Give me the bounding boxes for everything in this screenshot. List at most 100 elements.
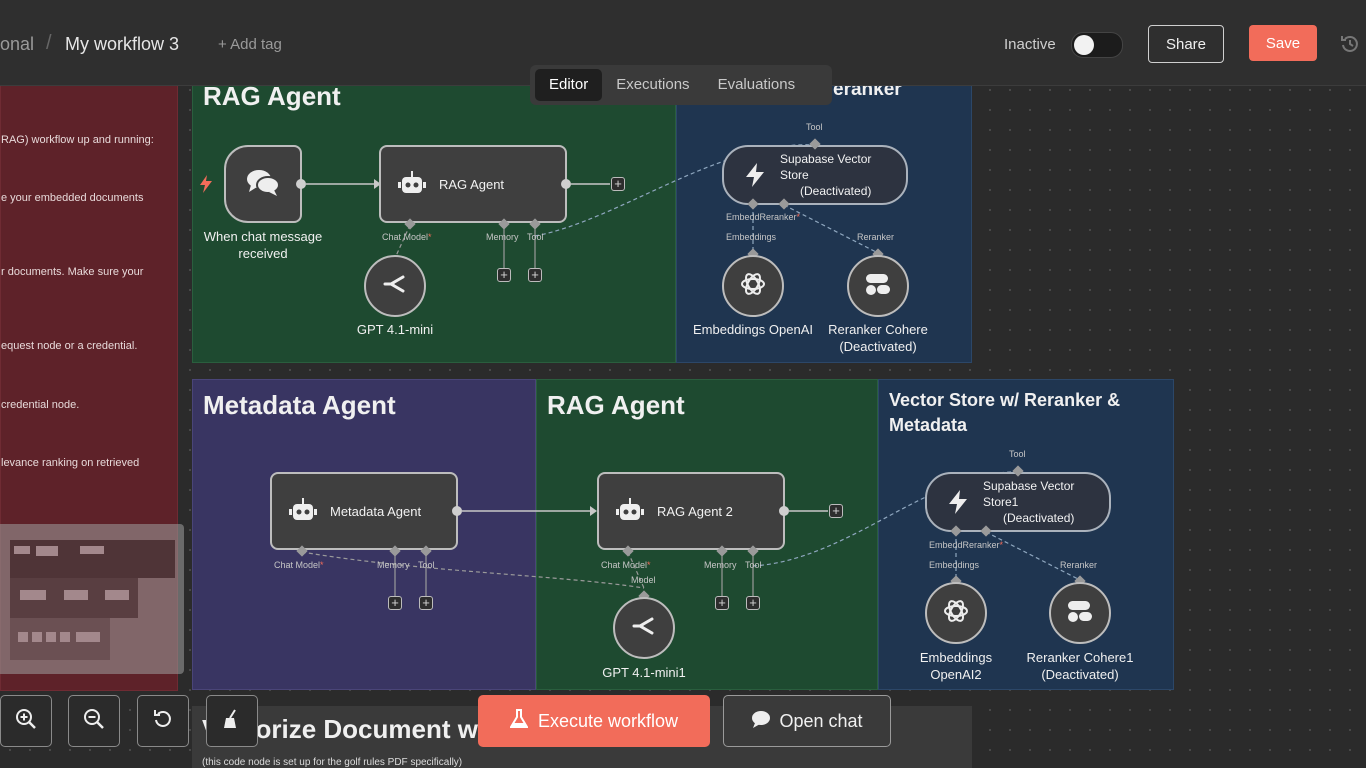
- share-button[interactable]: Share: [1148, 25, 1224, 63]
- add-tool-button[interactable]: +: [528, 268, 542, 282]
- port-label: Memory: [377, 560, 410, 570]
- robot-icon: [613, 494, 647, 528]
- undo-icon: [152, 708, 174, 735]
- cohere-icon: [1066, 599, 1094, 628]
- node-label: GPT 4.1-mini: [356, 322, 434, 337]
- port-label: Chat Model*: [382, 232, 432, 242]
- gpt-model-node[interactable]: [364, 255, 426, 317]
- port-label: Memory: [486, 232, 519, 242]
- output-handle[interactable]: [561, 179, 571, 189]
- add-tag-link[interactable]: + Add tag: [218, 36, 282, 53]
- breadcrumb-project[interactable]: onal: [0, 34, 35, 54]
- node-title: Store1: [983, 495, 1019, 509]
- rag-agent-node[interactable]: RAG Agent: [379, 145, 567, 223]
- node-title: Supabase Vector: [983, 479, 1075, 493]
- port-label: Model: [631, 575, 656, 585]
- model-selector-icon: [632, 616, 656, 641]
- broom-icon: [221, 708, 243, 735]
- minimap-preview: [10, 540, 175, 660]
- robot-icon: [286, 494, 320, 528]
- note-line: equest node or a credential.: [1, 340, 138, 352]
- embeddings-openai-2-node[interactable]: [925, 582, 987, 644]
- output-handle[interactable]: [452, 506, 462, 516]
- port-label: Chat Model*: [601, 560, 651, 570]
- node-status: (Deactivated): [800, 184, 872, 198]
- node-title: Store: [780, 168, 809, 182]
- chat-icon: [751, 710, 771, 733]
- port-label: EmbeddReranker*: [726, 212, 801, 222]
- history-icon[interactable]: [1340, 34, 1360, 54]
- node-label: When chat message received: [203, 229, 323, 261]
- cohere-icon: [864, 272, 892, 301]
- port-label: Reranker: [1060, 560, 1098, 570]
- node-label: Reranker Cohere(Deactivated): [828, 322, 928, 354]
- chat-trigger-node[interactable]: [224, 145, 302, 223]
- metadata-agent-node[interactable]: Metadata Agent: [270, 472, 458, 550]
- robot-icon: [395, 167, 429, 201]
- embeddings-openai-node[interactable]: [722, 255, 784, 317]
- lightning-trigger-icon: [200, 175, 212, 198]
- vector-store-metadata-section[interactable]: Vector Store w/ Reranker & Metadata: [878, 379, 1174, 690]
- reranker-cohere-node[interactable]: [847, 255, 909, 317]
- node-title: RAG Agent: [439, 176, 505, 192]
- open-chat-button[interactable]: Open chat: [723, 695, 891, 747]
- add-tool-button[interactable]: +: [419, 596, 433, 610]
- open-chat-label: Open chat: [779, 710, 863, 731]
- add-tool-button[interactable]: +: [746, 596, 760, 610]
- port-label: EmbeddReranker*: [929, 540, 1004, 550]
- node-label: Embeddings OpenAI: [693, 322, 813, 337]
- section-note: (this code node is set up for the golf r…: [202, 757, 463, 768]
- section-title: Metadata Agent: [203, 390, 396, 420]
- rag-agent-2-node[interactable]: RAG Agent 2: [597, 472, 785, 550]
- execute-label: Execute workflow: [537, 710, 679, 731]
- port-label: Embeddings: [929, 560, 980, 570]
- reset-zoom-button[interactable]: [137, 695, 189, 747]
- note-line: r documents. Make sure your: [1, 266, 144, 278]
- section-title: RAG Agent: [547, 390, 685, 420]
- gpt-model-node[interactable]: [613, 597, 675, 659]
- zoom-in-button[interactable]: [0, 695, 52, 747]
- tab-evaluations[interactable]: Evaluations: [717, 76, 796, 93]
- section-title: Vector Store w/ Reranker & Metadata: [889, 390, 1121, 435]
- port-label: Tool: [806, 122, 823, 132]
- active-toggle[interactable]: [1071, 32, 1123, 58]
- add-memory-button[interactable]: +: [497, 268, 511, 282]
- port-label: Tool: [527, 232, 544, 242]
- view-tabs: Editor Executions Evaluations: [530, 65, 832, 105]
- port-label: Embeddings: [726, 232, 777, 242]
- port-label: Tool: [418, 560, 435, 570]
- node-title: Supabase Vector: [780, 152, 872, 166]
- flask-icon: [509, 708, 529, 734]
- toggle-knob: [1074, 35, 1094, 55]
- node-title: RAG Agent 2: [657, 503, 733, 519]
- node-title: Metadata Agent: [330, 503, 422, 519]
- tidy-up-button[interactable]: [206, 695, 258, 747]
- workflow-name[interactable]: My workflow 3: [65, 34, 180, 54]
- breadcrumb-separator: /: [46, 32, 52, 54]
- node-label: GPT 4.1-mini1: [602, 665, 686, 680]
- tab-editor[interactable]: Editor: [535, 69, 603, 101]
- add-node-button[interactable]: +: [611, 177, 625, 191]
- port-label: Chat Model*: [274, 560, 324, 570]
- supabase-vector-store-node[interactable]: Supabase Vector Store (Deactivated): [722, 145, 908, 205]
- add-node-button[interactable]: +: [829, 504, 843, 518]
- supabase-vector-store-1-node[interactable]: Supabase Vector Store1 (Deactivated): [925, 472, 1111, 532]
- chat-bubbles-icon: [246, 168, 280, 201]
- openai-icon: [942, 597, 970, 630]
- zoom-out-button[interactable]: [68, 695, 120, 747]
- add-memory-button[interactable]: +: [388, 596, 402, 610]
- minimap[interactable]: [0, 524, 184, 674]
- add-memory-button[interactable]: +: [715, 596, 729, 610]
- note-line: credential node.: [1, 399, 80, 411]
- port-label: Tool: [1009, 449, 1026, 459]
- reranker-cohere-1-node[interactable]: [1049, 582, 1111, 644]
- lightning-icon: [738, 158, 772, 192]
- tab-executions[interactable]: Executions: [616, 76, 690, 93]
- port-label: Reranker: [857, 232, 895, 242]
- zoom-out-icon: [83, 708, 105, 735]
- output-handle[interactable]: [296, 179, 306, 189]
- note-line: levance ranking on retrieved: [1, 457, 140, 469]
- save-button[interactable]: Save: [1249, 25, 1317, 61]
- output-handle[interactable]: [779, 506, 789, 516]
- execute-workflow-button[interactable]: Execute workflow: [478, 695, 710, 747]
